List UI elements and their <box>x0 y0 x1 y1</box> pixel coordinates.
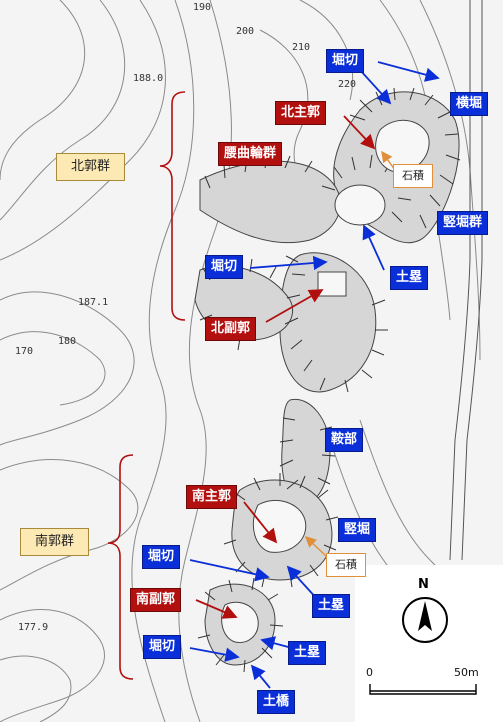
label-koshikuruwa: 腰曲輪群 <box>218 142 283 166</box>
north-group-label: 北郭群 <box>56 153 126 181</box>
label-horikiri-south: 堀切 <box>142 545 181 569</box>
label-horikiri-bottom: 堀切 <box>143 635 182 659</box>
label-yokobori: 横堀 <box>450 92 489 116</box>
label-ishizumi-south: 石積 <box>326 553 366 577</box>
label-dorui-south2: 土塁 <box>288 641 327 665</box>
elevation-188: 188.0 <box>133 73 164 84</box>
label-ishizumi-north: 石積 <box>393 164 433 188</box>
north-letter: N <box>418 577 429 592</box>
scale-end: 50m <box>454 666 479 679</box>
label-tatebori: 竪堀 <box>338 518 377 542</box>
label-horikiri-mid: 堀切 <box>205 255 244 279</box>
label-dorui-south1: 土塁 <box>312 594 351 618</box>
label-kitashukaku: 北主郭 <box>275 101 327 125</box>
contour-label-210: 210 <box>292 42 311 53</box>
compass-icon <box>402 597 448 643</box>
north-arrow: N <box>400 577 450 655</box>
label-minamifukukaku: 南副郭 <box>130 588 182 612</box>
label-tatebori-group: 竪堀群 <box>437 211 489 235</box>
elevation-177: 177.9 <box>18 622 49 633</box>
contour-label-220: 220 <box>338 79 357 90</box>
scale-start: 0 <box>366 666 373 679</box>
contour-label-170: 170 <box>15 346 34 357</box>
label-anbu: 鞍部 <box>325 428 364 452</box>
label-dorui-north: 土塁 <box>390 266 429 290</box>
label-minamishukaku: 南主郭 <box>186 485 238 509</box>
scale-bar: 0 50m <box>366 666 484 700</box>
label-horikiri-north: 堀切 <box>326 49 365 73</box>
label-kitafukukaku: 北副郭 <box>205 317 257 341</box>
label-dobashi: 土橋 <box>257 690 296 714</box>
south-group-label: 南郭群 <box>20 528 90 556</box>
contour-label-200: 200 <box>236 26 255 37</box>
elevation-187: 187.1 <box>78 297 109 308</box>
scale-line <box>369 684 477 695</box>
contour-label-190: 190 <box>193 2 212 13</box>
contour-label-180: 180 <box>58 336 77 347</box>
